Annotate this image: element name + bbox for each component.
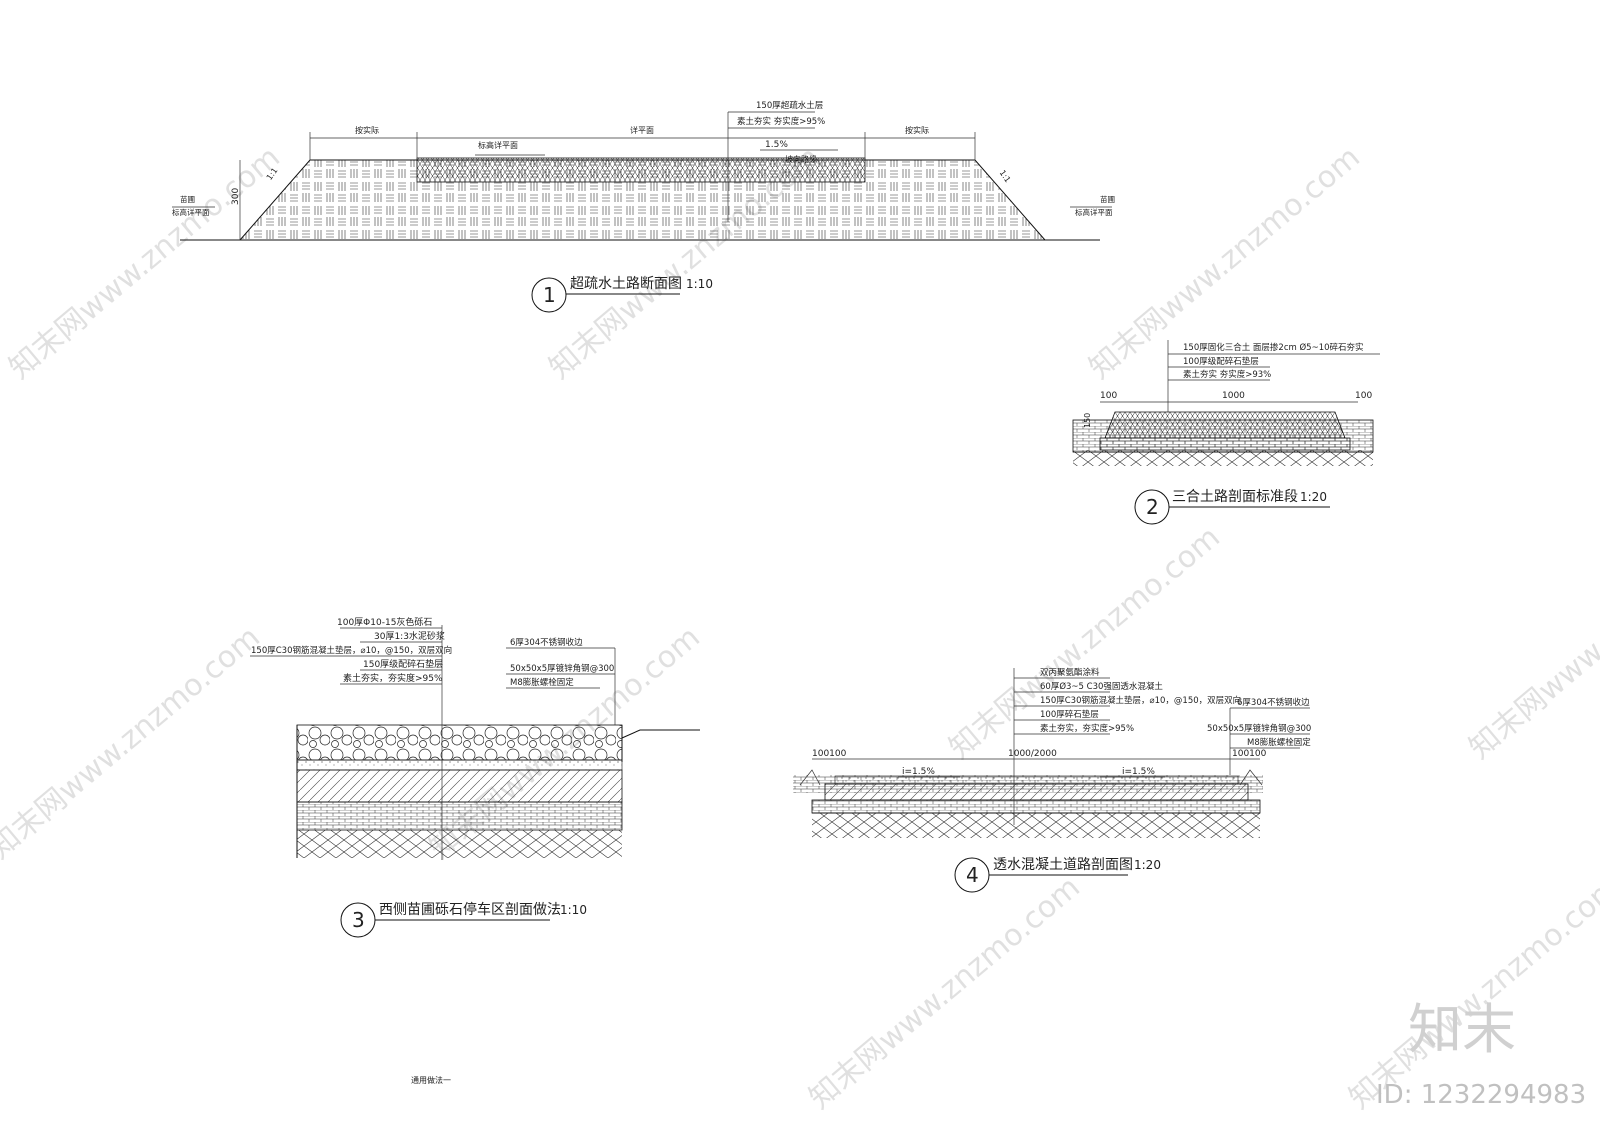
label-design-level: 标高详平面 — [478, 140, 518, 150]
d3-left-1: 100厚Φ10-15灰色砾石 — [337, 616, 432, 628]
d4-left-3: 150厚C30钢筋混凝土垫层，⌀10，@150，双层双向 — [1040, 695, 1241, 706]
d3-left-5: 素土夯实，夯实度>95% — [343, 672, 443, 684]
d2-label-3: 素土夯实 夯实度>93% — [1183, 369, 1271, 380]
d3-right-1: 6厚304不锈钢收边 — [510, 637, 583, 648]
drawing-2-title: 三合土路剖面标准段 — [1172, 489, 1298, 505]
brand-logo-text: 知末 — [1408, 998, 1516, 1061]
d4-right-3: M8膨胀螺栓固定 — [1247, 737, 1311, 748]
drawing-4-title: 透水混凝土道路剖面图 — [993, 857, 1133, 873]
drawing-3-section: 100厚Φ10-15灰色砾石 30厚1:3水泥砂浆 150厚C30钢筋混凝土垫层… — [250, 616, 700, 938]
d4-left-5: 素土夯实，夯实度>95% — [1040, 723, 1134, 734]
drawing-4-section: 双丙聚氨酯涂料 60厚Ø3~5 C30强固透水混凝土 150厚C30钢筋混凝土垫… — [793, 667, 1311, 893]
drawing-1-section: 按实际 详平面 按实际 150厚超疏水土层 素土夯实 夯实度>95% 标高详平面… — [172, 100, 1115, 313]
d3-left-3: 150厚C30钢筋混凝土垫层，⌀10，@150，双层双向 — [251, 645, 452, 656]
hydrophobic-layer — [416, 157, 866, 183]
d2-label-1: 150厚固化三合土 面层掺2cm Ø5~10碎石夯实 — [1183, 342, 1364, 353]
d4-left-1: 双丙聚氨酯涂料 — [1040, 667, 1100, 678]
d3-left-2: 30厚1:3水泥砂浆 — [374, 630, 445, 642]
watermark-text: 知末网www.znzmo.com — [803, 870, 1087, 1116]
d2-label-2: 100厚级配碎石垫层 — [1183, 356, 1259, 367]
d4-dim-mid: 1000/2000 — [1008, 749, 1057, 759]
label-right-a: 苗圃 — [1100, 195, 1115, 204]
drawing-2-number: 2 — [1146, 495, 1159, 519]
dim-left-span: 按实际 — [355, 125, 379, 135]
d4-left-2: 60厚Ø3~5 C30强固透水混凝土 — [1040, 681, 1163, 692]
label-height: 300 — [231, 188, 241, 205]
watermark-text: 知末网www.znzmo.com — [0, 620, 267, 866]
label-right-b: 标高详平面 — [1075, 207, 1113, 217]
footer-label: 通用做法一 — [411, 1075, 451, 1085]
d4-right-1: 6厚304不锈钢收边 — [1237, 697, 1310, 708]
d4-dim-left: 100100 — [812, 749, 847, 759]
d2-dim-left: 100 — [1100, 391, 1117, 401]
dim-mid-span: 详平面 — [630, 125, 654, 135]
drawing-1-title: 超疏水土路断面图 — [570, 276, 682, 292]
watermark-layer: 知末网www.znzmo.com 知末网www.znzmo.com 知末网www… — [0, 140, 1600, 1116]
drawing-4-number: 4 — [966, 863, 979, 887]
label-right-ratio: 1:1 — [998, 168, 1013, 184]
d3-right-2: 50x50x5厚镀锌角钢@300 — [510, 663, 614, 674]
drawing-3-number: 3 — [352, 908, 365, 932]
dim-right-span: 按实际 — [905, 125, 929, 135]
label-left-b: 标高详平面 — [172, 207, 210, 217]
watermark-text: 知末网www.znzmo.com — [1463, 520, 1600, 766]
drawing-4-scale: 1:20 — [1134, 858, 1161, 872]
d4-slope-right: i=1.5% — [1122, 767, 1155, 777]
label-slope: 1.5% — [765, 140, 788, 150]
drawing-1-number: 1 — [543, 283, 556, 307]
id-text: ID: 1232294983 — [1376, 1080, 1586, 1110]
d3-right-3: M8膨胀螺栓固定 — [510, 677, 574, 688]
drawing-2-section: 150厚固化三合土 面层掺2cm Ø5~10碎石夯实 100厚级配碎石垫层 素土… — [1072, 340, 1380, 525]
watermark-text: 知末网www.znzmo.com — [3, 140, 287, 386]
drawing-2-scale: 1:20 — [1300, 490, 1327, 504]
d4-left-4: 100厚碎石垫层 — [1040, 709, 1099, 720]
d2-dim-mid: 1000 — [1222, 391, 1245, 401]
label-slope-dir: 坡向路缘 — [785, 154, 817, 164]
drawing-3-scale: 1:10 — [560, 903, 587, 917]
d3-left-4: 150厚级配碎石垫层 — [363, 658, 443, 670]
drawing-3-title: 西侧苗圃砾石停车区剖面做法 — [379, 901, 561, 918]
d4-dim-right: 100100 — [1232, 749, 1267, 759]
label-compaction: 素土夯实 夯实度>95% — [737, 116, 825, 127]
drawing-1-scale: 1:10 — [686, 277, 713, 291]
label-left-a: 苗圃 — [180, 195, 195, 204]
d2-side: 150 — [1083, 413, 1092, 428]
d4-slope-left: i=1.5% — [902, 767, 935, 777]
d2-dim-right: 100 — [1355, 391, 1372, 401]
label-top-layer: 150厚超疏水土层 — [756, 100, 823, 111]
d4-right-2: 50x50x5厚镀锌角钢@300 — [1207, 723, 1311, 734]
